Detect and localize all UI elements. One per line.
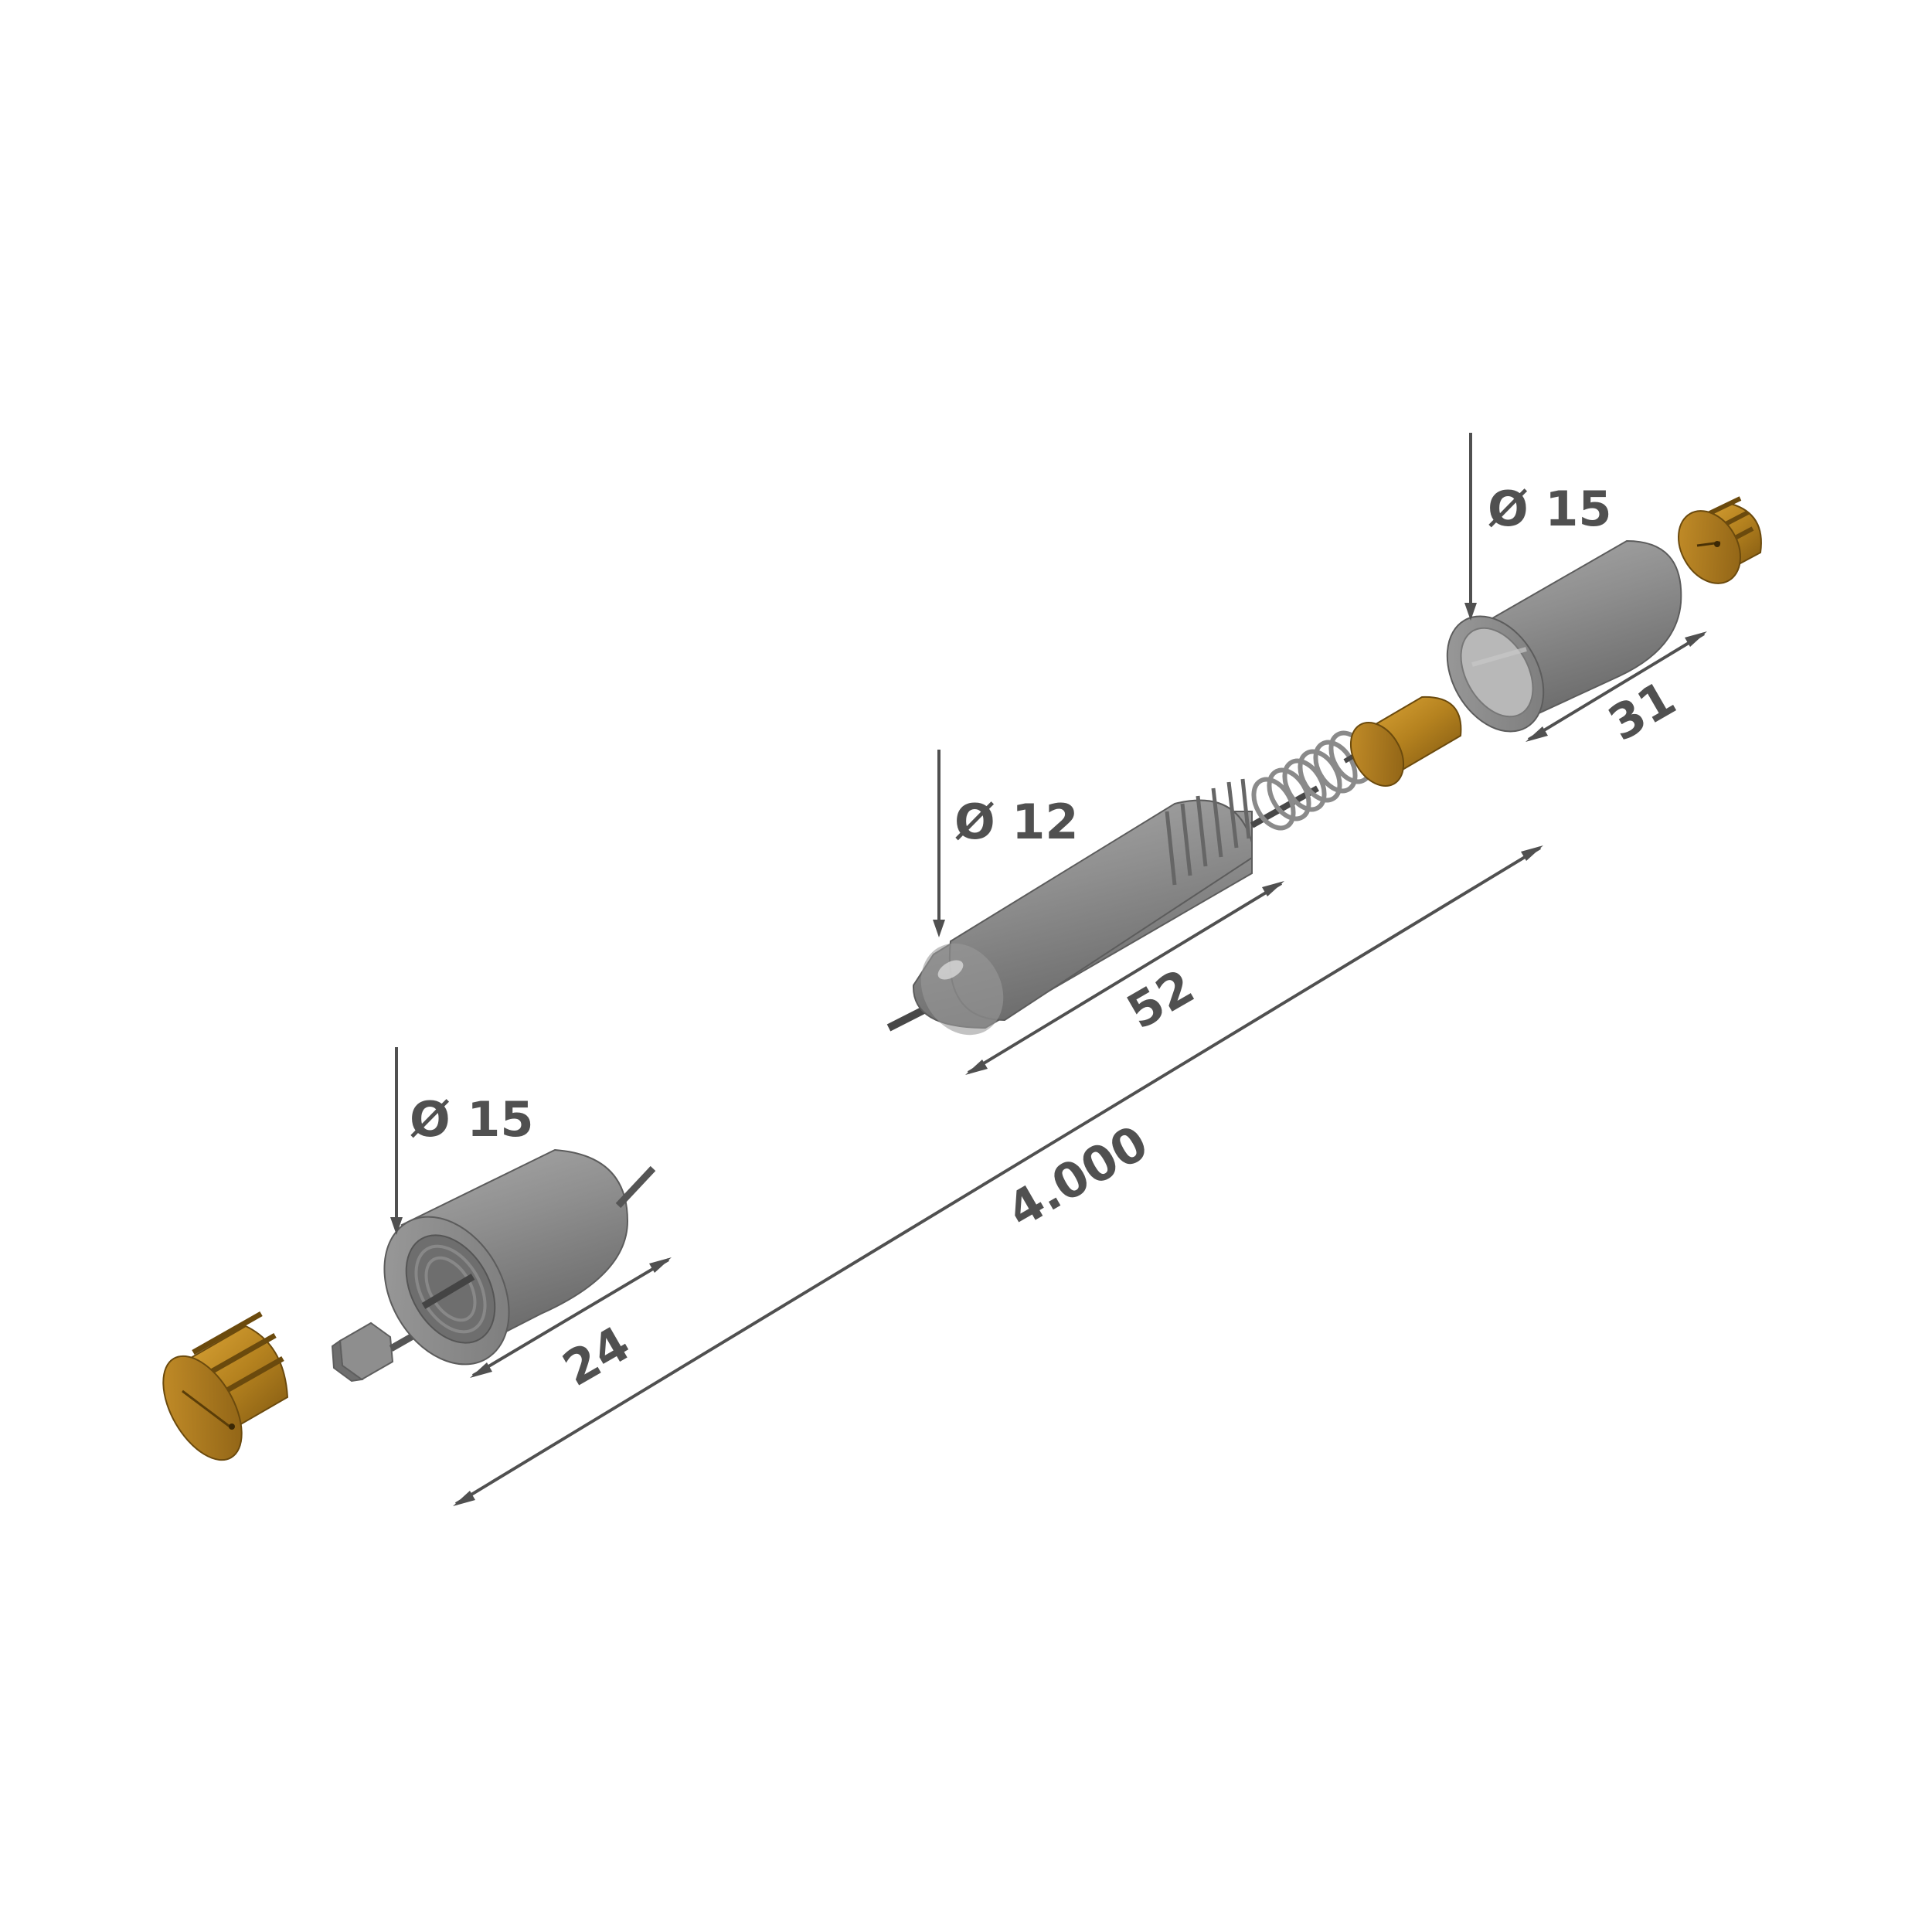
left-length-dimension [470,1257,672,1378]
center-length-label: 52 [1117,958,1203,1040]
right-diameter-leader [1464,433,1477,621]
center-diameter-label: Ø 12 [954,794,1079,850]
right-brass-threaded-cap [1678,496,1762,584]
left-diameter-label: Ø 15 [410,1091,534,1148]
right-steel-sleeve [1446,539,1682,733]
left-steel-sleeve [383,1148,656,1366]
shaft-thread-grooves [1165,778,1251,886]
overall-length-label: 4.000 [998,1114,1157,1239]
compression-spring [1251,730,1373,831]
left-diameter-leader [390,1047,403,1235]
center-diameter-leader [933,750,945,937]
right-diameter-label: Ø 15 [1488,481,1612,537]
center-brass-bushing [1349,696,1462,787]
left-brass-threaded-cap [162,1311,289,1461]
left-hex-pin [331,1321,426,1383]
center-threaded-shaft [886,778,1319,1036]
center-length-dimension [965,881,1284,1075]
right-length-label: 31 [1599,670,1685,752]
overall-length-dimension [453,845,1543,1506]
right-length-dimension [1526,631,1707,742]
left-length-label: 24 [553,1315,639,1397]
